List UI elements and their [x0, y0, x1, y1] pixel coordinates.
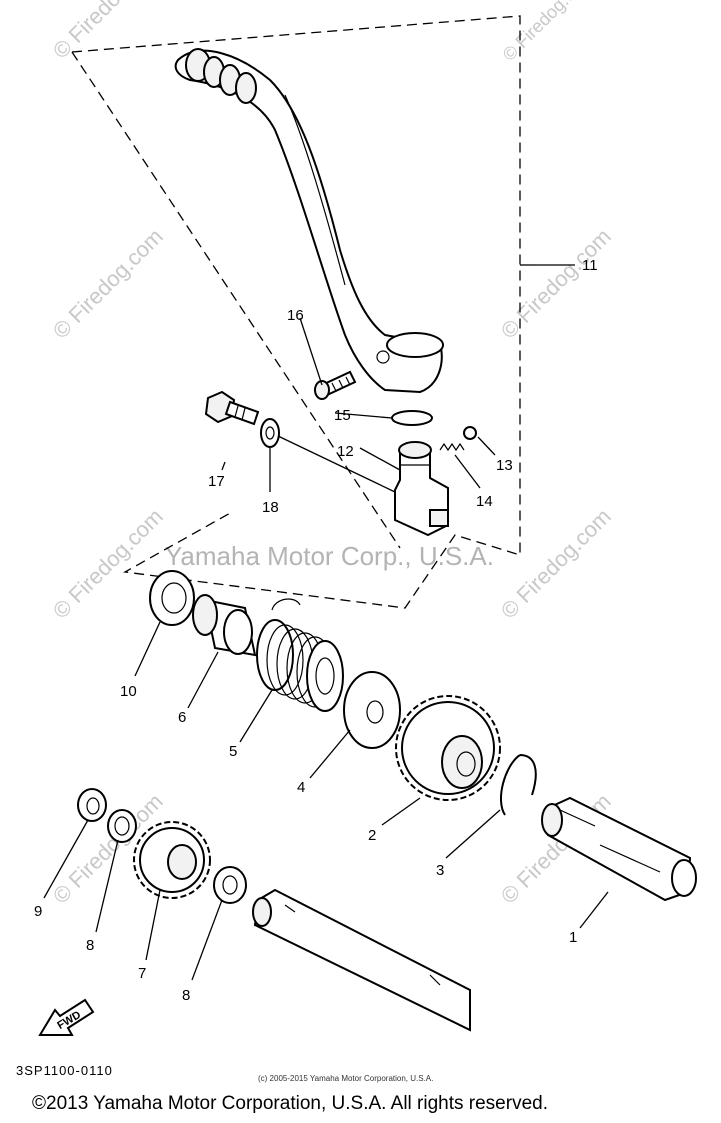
part-10-oil-seal	[149, 570, 195, 626]
leader-lines	[43, 317, 609, 981]
part-17-bolt	[204, 390, 260, 426]
callout-18: 18	[262, 499, 279, 516]
part-15-o-ring	[391, 410, 433, 426]
callout-6: 6	[178, 709, 186, 726]
assembly-outline	[71, 15, 575, 609]
callout-8-lower: 8	[182, 987, 190, 1004]
part-18-washer	[260, 418, 280, 448]
watermark-firedog-top-right: © Firedog.com	[499, 0, 597, 65]
watermark-firedog-right-1: © Firedog.com	[496, 224, 616, 344]
part-1-kick-shaft	[541, 796, 697, 902]
callout-2: 2	[368, 827, 376, 844]
diagram-code: 3SP1100-0110	[16, 1063, 113, 1078]
watermark-firedog-left-1: © Firedog.com	[48, 224, 168, 344]
part-12-kick-boss	[394, 441, 449, 537]
watermark-firedog-top-left: © Firedo	[48, 0, 126, 64]
fwd-arrow-icon: FWD	[38, 998, 95, 1036]
callout-3: 3	[436, 862, 444, 879]
small-copyright: (c) 2005-2015 Yamaha Motor Corporation, …	[258, 1074, 434, 1083]
part-9-washer	[77, 788, 107, 822]
part-3-circlip	[500, 754, 537, 816]
part-7-idler-gear	[133, 821, 211, 899]
part-6-collar	[192, 594, 257, 657]
callout-12: 12	[337, 443, 354, 460]
part-13-ball	[463, 426, 477, 440]
watermark-firedog-right-2: © Firedog.com	[496, 504, 616, 624]
kick-lever	[174, 48, 444, 394]
callout-10: 10	[120, 683, 137, 700]
copyright-notice: ©2013 Yamaha Motor Corporation, U.S.A. A…	[32, 1093, 548, 1114]
part-4-washer	[343, 671, 401, 749]
callout-5: 5	[229, 743, 237, 760]
callout-17: 17	[208, 473, 225, 490]
part-5-torsion-spring	[256, 598, 344, 712]
callout-7: 7	[138, 965, 146, 982]
callout-13: 13	[496, 457, 513, 474]
part-8-washer-lower	[213, 866, 247, 904]
part-16-bolt	[314, 370, 357, 400]
watermark-yamaha: Yamaha Motor Corp., U.S.A.	[165, 541, 494, 571]
callout-15: 15	[334, 407, 351, 424]
part-8-clip-upper	[107, 809, 137, 843]
callout-4: 4	[297, 779, 305, 796]
callout-labels: 1 2 3 4 5 6 10 9 8 7 8 11 12 13 14 15 16…	[34, 257, 598, 1004]
part-2-kick-gear	[395, 695, 501, 801]
callout-9: 9	[34, 903, 42, 920]
callout-8-upper: 8	[86, 937, 94, 954]
callout-14: 14	[476, 493, 493, 510]
lower-shaft	[252, 888, 471, 1032]
callout-1: 1	[569, 929, 577, 946]
part-14-spring	[439, 442, 465, 452]
callout-16: 16	[287, 307, 304, 324]
leader-axis-18-12	[277, 435, 396, 493]
callout-11: 11	[582, 257, 598, 274]
